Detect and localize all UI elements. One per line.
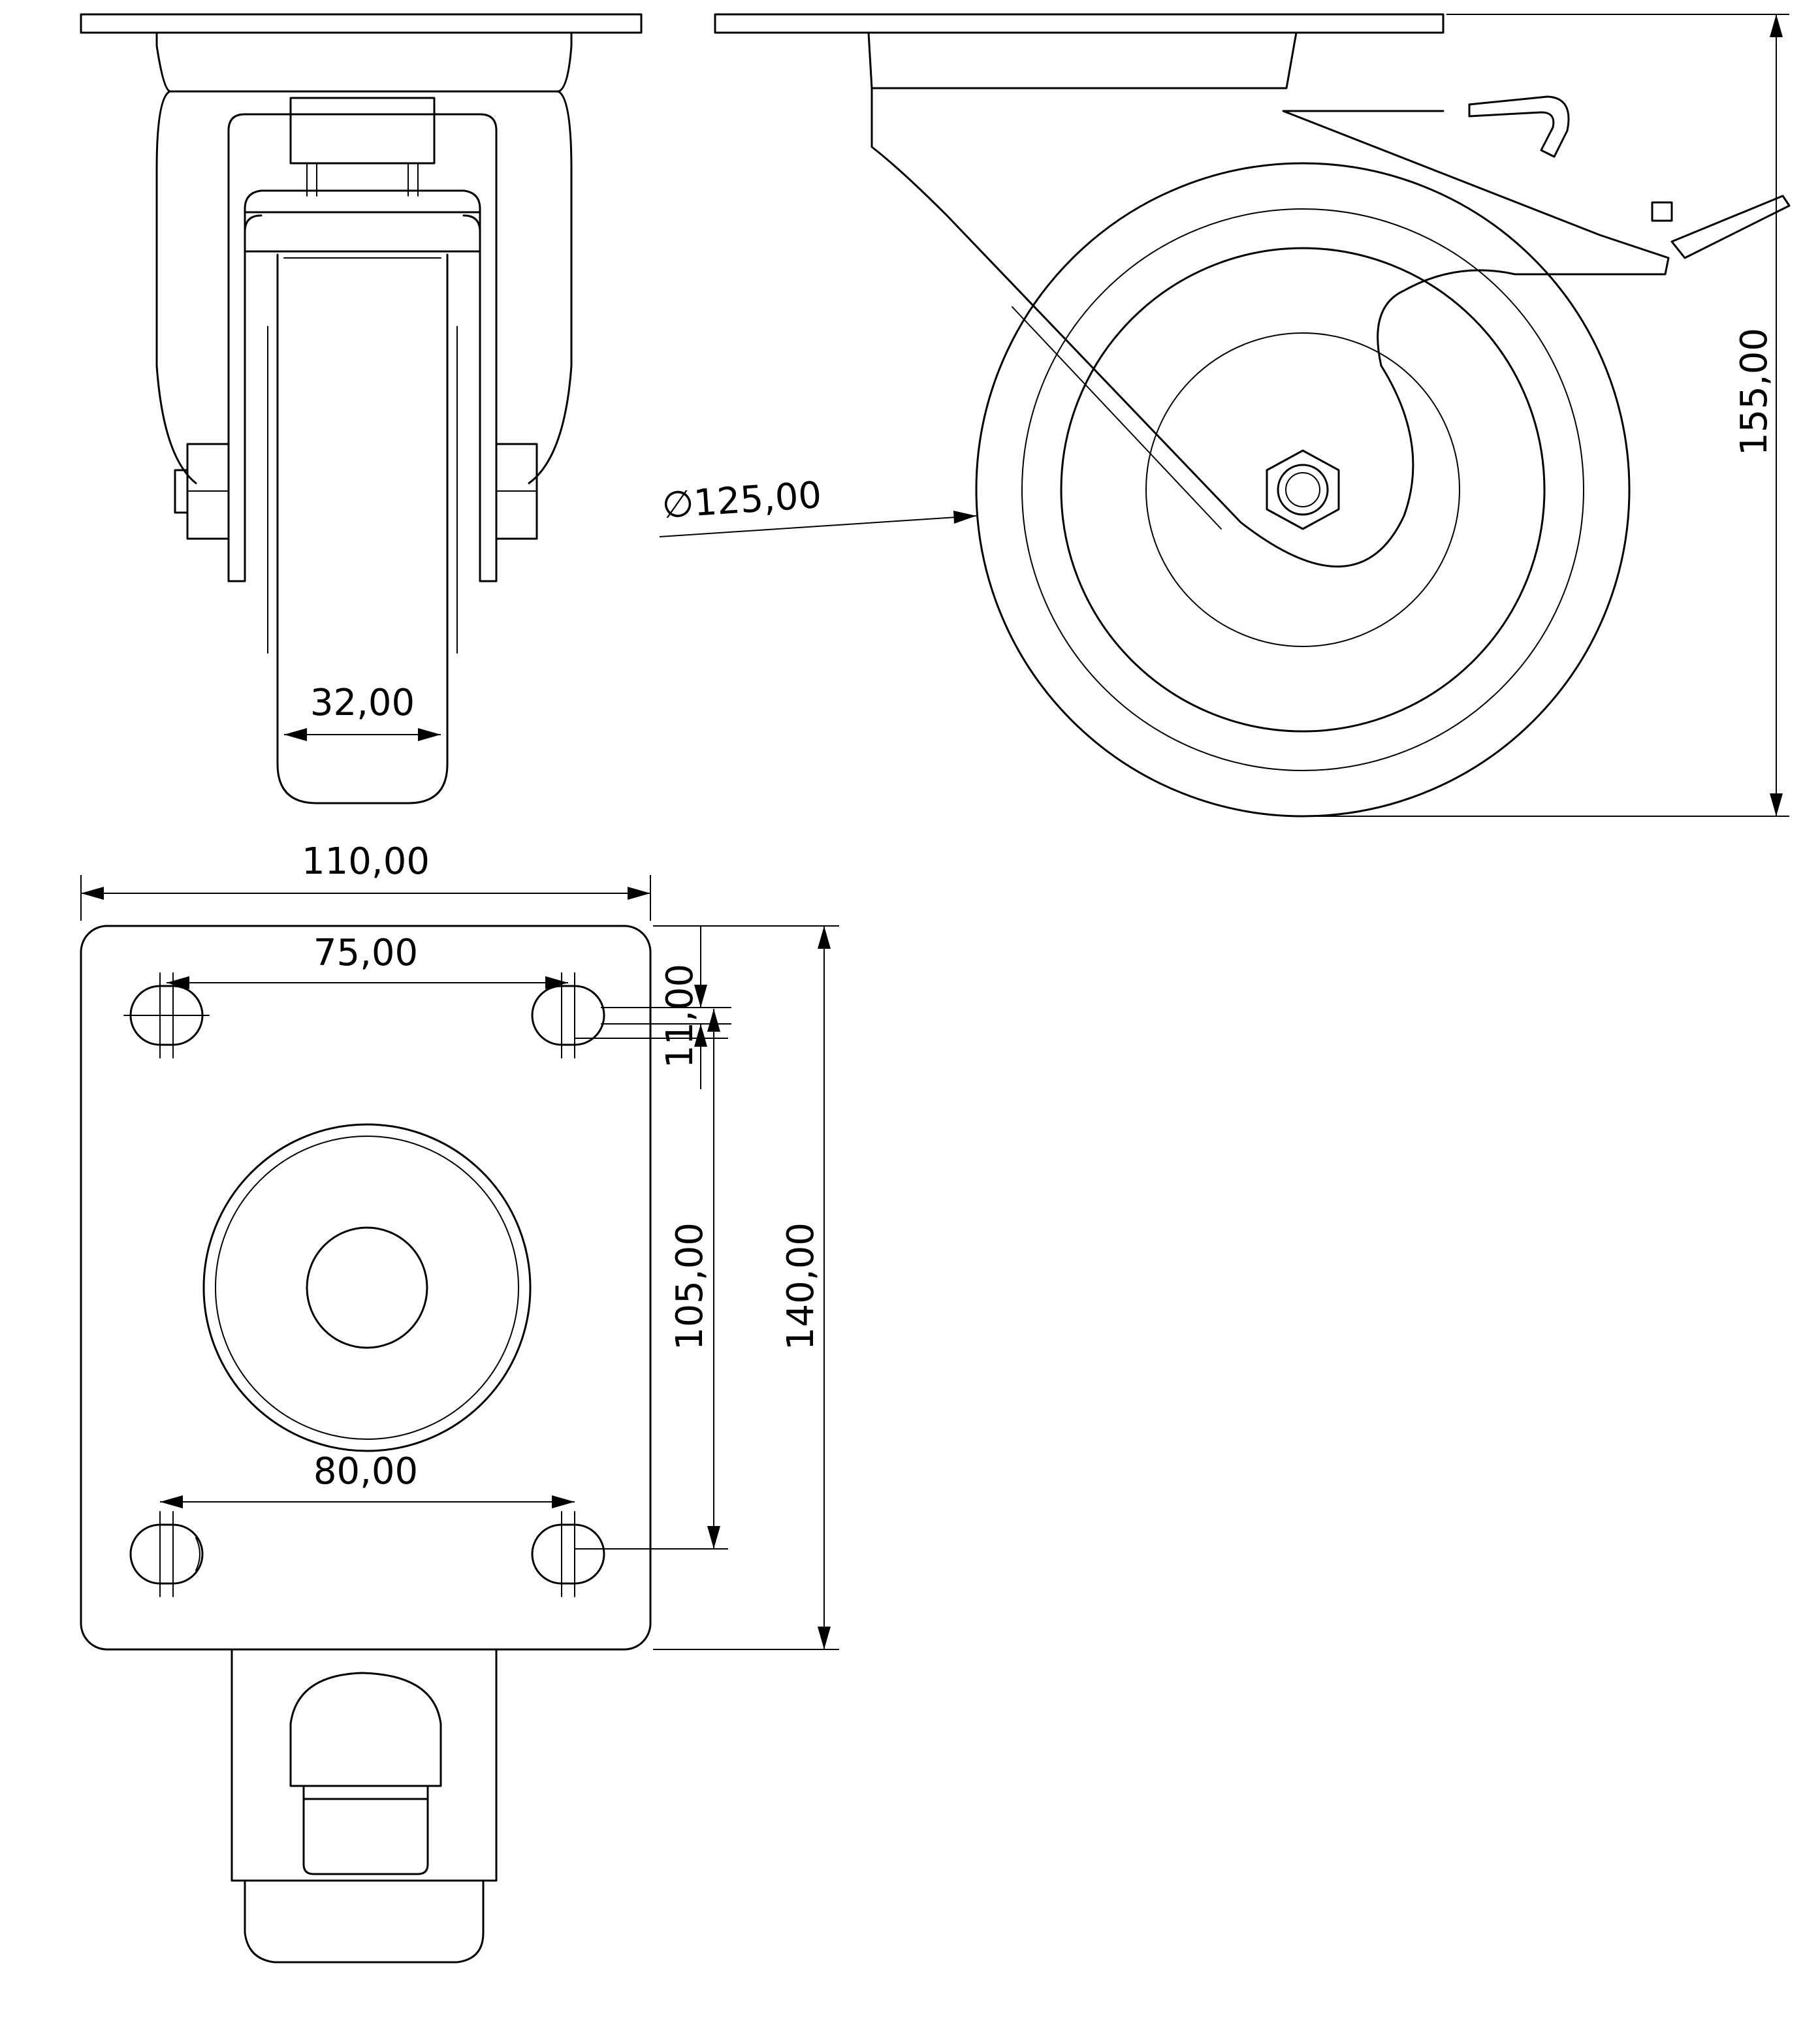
dim-overall-height-label: 155,00 (1733, 328, 1776, 456)
front-kingpin-stems (306, 163, 419, 197)
side-brake-lever (1468, 95, 1791, 259)
mounting-slot-top-right (531, 972, 605, 1058)
front-fork-leg-left (227, 214, 263, 582)
dim-plate-length-label: 140,00 (780, 1222, 822, 1350)
mounting-slot-bottom-right (531, 1511, 605, 1597)
side-wheel (975, 162, 1631, 818)
side-axle-nut (1266, 449, 1340, 530)
diameter-symbol: ∅ (661, 483, 695, 527)
top-view: 110,00 75,00 80,00 11,00 (80, 840, 839, 1964)
mounting-slot-top-left (123, 972, 210, 1058)
dim-wheel-diameter: ∅125,00 (659, 474, 977, 537)
top-brake-pad (302, 1785, 429, 1875)
dim-wheel-width: 32,00 (284, 682, 441, 741)
kingpin-race-inner (215, 1136, 519, 1440)
dim-wheel-width-label: 32,00 (310, 682, 415, 724)
front-fork-inner (227, 113, 498, 582)
front-swivel-housing (155, 31, 573, 93)
top-wheel (244, 1879, 485, 1964)
front-fork-outer (155, 90, 573, 485)
front-brake-pad (244, 211, 481, 253)
front-top-plate (80, 13, 643, 34)
top-brake-cap (289, 1672, 442, 1787)
kingpin-bore (306, 1226, 428, 1349)
side-wheel-tread (1021, 208, 1584, 771)
side-wheel-tyre (975, 162, 1631, 818)
dim-hole-spacing-top: 75,00 (167, 932, 568, 989)
dim-wheel-diameter-label: 125,00 (692, 474, 823, 525)
top-fork-body (231, 1648, 498, 1882)
side-view: 155,00 ∅125,00 (659, 13, 1791, 818)
front-wheel-inner (267, 257, 458, 654)
front-view: 32,00 (80, 13, 643, 804)
dim-plate-width: 110,00 (80, 840, 651, 921)
front-brake-cap (244, 189, 481, 230)
mounting-plate (80, 925, 652, 1651)
dim-hole-spacing-vertical-label: 105,00 (669, 1222, 711, 1350)
dim-plate-length: 140,00 (653, 925, 839, 1650)
front-wheel-outline (276, 253, 449, 804)
dim-hole-spacing-bottom: 80,00 (160, 1450, 575, 1508)
side-fork-arm (870, 87, 1670, 568)
side-fork-edge (1012, 306, 1222, 530)
front-axle-nut-left (174, 443, 230, 540)
front-kingpin-block (289, 97, 436, 165)
kingpin-race-outer (202, 1123, 532, 1452)
dim-slot-length-label: 11,00 (659, 964, 701, 1068)
dim-overall-height: 155,00 (1306, 14, 1789, 817)
mounting-slot-bottom-left (129, 1511, 204, 1597)
side-wheel-rim (1060, 247, 1546, 733)
front-fork-leg-right (462, 214, 498, 582)
dim-hole-spacing-vertical: 105,00 (575, 1009, 728, 1550)
dim-plate-width-label: 110,00 (302, 840, 430, 883)
side-wheel-hub (1145, 332, 1460, 647)
svg-text:∅125,00: ∅125,00 (661, 474, 823, 527)
dim-slot-length: 11,00 (601, 926, 731, 1089)
dim-hole-spacing-top-label: 75,00 (313, 932, 418, 974)
side-top-plate (714, 13, 1445, 34)
side-swivel-housing (867, 31, 1298, 89)
dim-hole-spacing-bottom-label: 80,00 (313, 1450, 418, 1493)
front-axle-nut-right (495, 443, 538, 540)
